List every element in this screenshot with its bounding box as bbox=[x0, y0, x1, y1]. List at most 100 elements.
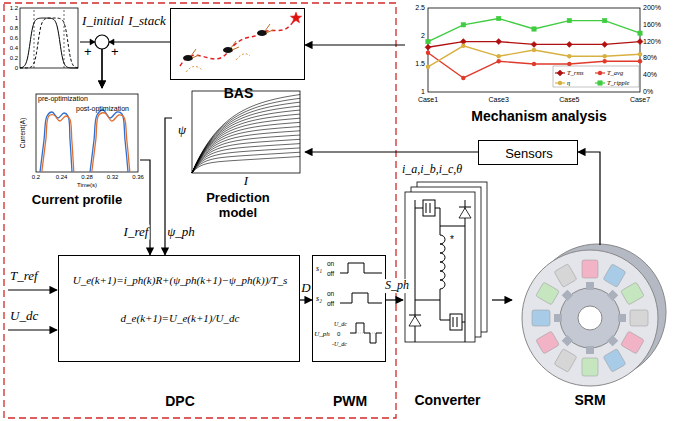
data-marker bbox=[567, 18, 571, 22]
node-text: s₁ bbox=[316, 264, 322, 273]
node-text: Time(s) bbox=[77, 182, 97, 189]
current-curve-pre bbox=[40, 112, 72, 172]
node-text: 0 bbox=[337, 331, 340, 338]
summing-junction bbox=[95, 35, 109, 49]
node-text: 1.5 bbox=[415, 60, 425, 68]
signal-label: * bbox=[450, 234, 454, 246]
node-text: 0.28 bbox=[81, 174, 93, 181]
flux-curve bbox=[192, 98, 300, 173]
data-marker bbox=[461, 23, 465, 27]
signal-label: I_ref bbox=[123, 225, 150, 240]
signal-label: I_stack bbox=[127, 14, 167, 29]
stator-coil bbox=[603, 349, 626, 373]
connector bbox=[300, 299, 312, 300]
data-marker bbox=[461, 76, 465, 80]
zero-line bbox=[350, 333, 382, 334]
node-text: Converter bbox=[414, 392, 480, 408]
data-series bbox=[428, 42, 640, 48]
data-marker bbox=[598, 81, 602, 85]
node-text: 80% bbox=[643, 54, 657, 62]
data-marker bbox=[426, 39, 430, 43]
plot-frame bbox=[36, 94, 138, 172]
node-text: PWM bbox=[333, 393, 367, 409]
rotor-tooth bbox=[562, 290, 573, 301]
flux-curve bbox=[192, 106, 300, 173]
node-text: 0.36 bbox=[132, 174, 144, 181]
beetle-antenna bbox=[191, 49, 199, 58]
data-marker bbox=[426, 51, 430, 55]
signal-label: i_a,i_b,i_c,θ bbox=[402, 163, 462, 177]
rotor-tooth bbox=[586, 282, 594, 290]
converter-circuit bbox=[409, 200, 471, 342]
node-text: BAS bbox=[224, 85, 254, 101]
stator-coil bbox=[554, 349, 577, 373]
current-curve-post bbox=[92, 113, 130, 172]
node-text: U_dc bbox=[334, 321, 347, 328]
stator-coil bbox=[536, 282, 560, 305]
node-text: η bbox=[567, 79, 570, 86]
shaft-hole bbox=[578, 306, 602, 330]
signal-label: + bbox=[111, 45, 119, 60]
data-marker bbox=[602, 54, 606, 58]
node-text: U_e(k+1)=i_ph(k)R+(ψ_ph(k+1)−ψ_ph(k))/T_… bbox=[63, 274, 297, 287]
data-marker bbox=[567, 62, 571, 66]
rotor-tooth bbox=[554, 314, 562, 322]
node-text: DPC bbox=[165, 393, 195, 409]
data-marker bbox=[558, 81, 562, 85]
signal-label: D bbox=[300, 281, 311, 296]
node-text: 40% bbox=[643, 71, 657, 79]
stator-coil bbox=[582, 358, 598, 376]
node-text: Case3 bbox=[489, 96, 509, 104]
wire bbox=[415, 203, 440, 235]
node-text: I bbox=[244, 174, 248, 189]
node-text: T_rms bbox=[567, 69, 584, 76]
node-text: 0.2 bbox=[10, 55, 18, 62]
data-marker bbox=[638, 52, 642, 56]
stator-coil bbox=[630, 310, 648, 326]
node-text: 0.2 bbox=[32, 174, 40, 181]
rotor bbox=[560, 288, 620, 348]
node-text: on bbox=[327, 260, 334, 267]
data-marker bbox=[638, 59, 642, 63]
data-marker bbox=[496, 16, 500, 20]
current-curve-post bbox=[42, 115, 74, 172]
pwm-box: s₁onoffs₂onoffU_phU_dc0-U_dcPWM bbox=[312, 255, 386, 362]
data-marker bbox=[637, 39, 643, 45]
node-text: 0.4 bbox=[10, 45, 18, 52]
stator-coil bbox=[536, 331, 560, 354]
signal-label: T_ref bbox=[10, 269, 38, 284]
node-text: post-optimization bbox=[76, 105, 129, 113]
data-marker bbox=[602, 18, 606, 22]
node-text: Sensors bbox=[505, 146, 553, 161]
node-text: 0 bbox=[15, 65, 18, 72]
data-marker bbox=[532, 62, 536, 66]
data-marker bbox=[496, 59, 500, 63]
connector bbox=[305, 44, 405, 45]
data-marker bbox=[602, 59, 606, 63]
node-text: 0.6 bbox=[10, 35, 18, 42]
profile-curve bbox=[20, 18, 78, 68]
beetle-antenna bbox=[231, 41, 239, 50]
stator bbox=[522, 250, 658, 386]
profile-curve bbox=[20, 18, 78, 68]
bas-box: BAS bbox=[170, 8, 305, 80]
node-text: Case5 bbox=[559, 96, 579, 104]
node-text: 1.2 bbox=[10, 5, 18, 12]
stator-coil bbox=[621, 331, 645, 354]
rotor-tooth bbox=[586, 346, 594, 354]
node-text: -U_dc bbox=[332, 341, 347, 348]
node-text: d_e(k+1)=U_e(k+1)/U_dc bbox=[121, 312, 240, 325]
connector bbox=[80, 42, 102, 88]
connector bbox=[578, 152, 600, 245]
data-series bbox=[428, 46, 640, 67]
connector bbox=[386, 299, 403, 300]
node-text: Prediction model bbox=[188, 191, 288, 221]
data-marker bbox=[426, 65, 430, 69]
data-marker bbox=[598, 71, 602, 75]
signal-label: + bbox=[84, 45, 92, 60]
mosfet-gate bbox=[453, 317, 457, 327]
node-text: 2 bbox=[421, 32, 425, 40]
node-text: Current(A) bbox=[19, 118, 26, 148]
